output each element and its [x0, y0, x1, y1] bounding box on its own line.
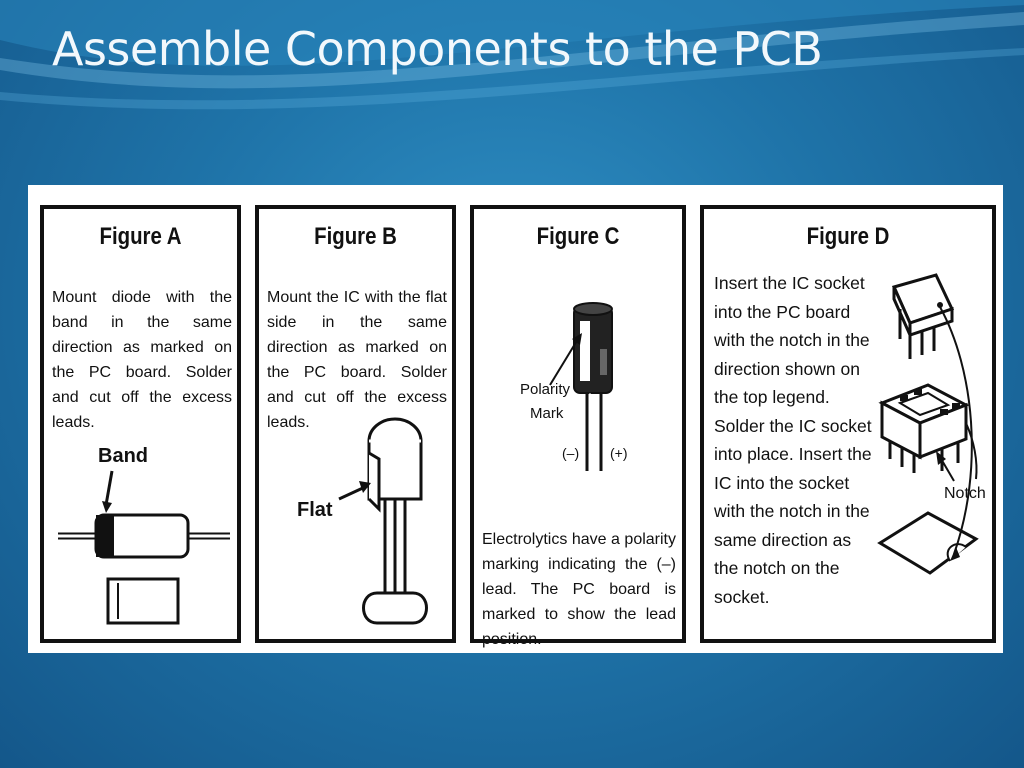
header-swoosh-decoration [0, 0, 1024, 110]
figure-c-title: Figure C [536, 223, 620, 250]
flat-label: Flat [297, 499, 333, 521]
figure-c-card: Figure C Polarity Mark (–) (+) Electroly… [470, 205, 686, 648]
figure-a-title: Figure A [99, 223, 182, 250]
minus-lead-label: (–) [562, 445, 580, 461]
figure-b-text: Mount the IC with the flat side in the s… [267, 289, 447, 431]
figure-d-text: Insert the IC socket into the PC board w… [714, 273, 872, 607]
pcb-footprint-icon [106, 577, 180, 625]
transistor-icon [338, 417, 428, 625]
diode-icon [58, 470, 230, 559]
figure-a-text: Mount diode with the band in the same di… [52, 289, 232, 431]
ic-socket-icon [878, 383, 978, 480]
ic-chip-icon [891, 273, 955, 359]
band-label: Band [98, 445, 148, 467]
figure-d-card: Figure D Insert the IC socket into the P… [700, 205, 996, 643]
notch-label: Notch [944, 485, 986, 502]
figure-d-title: Figure D [806, 223, 890, 250]
figure-b-card: Figure B Mount the IC with the flat side… [255, 205, 456, 643]
figure-c-text: Electrolytics have a polarity marking in… [482, 531, 676, 648]
polarity-mark-label-1: Polarity [520, 381, 571, 398]
plus-lead-label: (+) [610, 445, 628, 461]
capacitor-icon [549, 302, 613, 471]
figure-b-title: Figure B [314, 223, 397, 250]
slide-title: Assemble Components to the PCB [52, 22, 823, 76]
pcb-footprint-icon [877, 306, 979, 575]
figure-panel-strip: Figure A Mount diode with the band in th… [28, 185, 1003, 653]
figure-a-card: Figure A Mount diode with the band in th… [40, 205, 241, 643]
polarity-mark-label-2: Mark [530, 405, 564, 422]
